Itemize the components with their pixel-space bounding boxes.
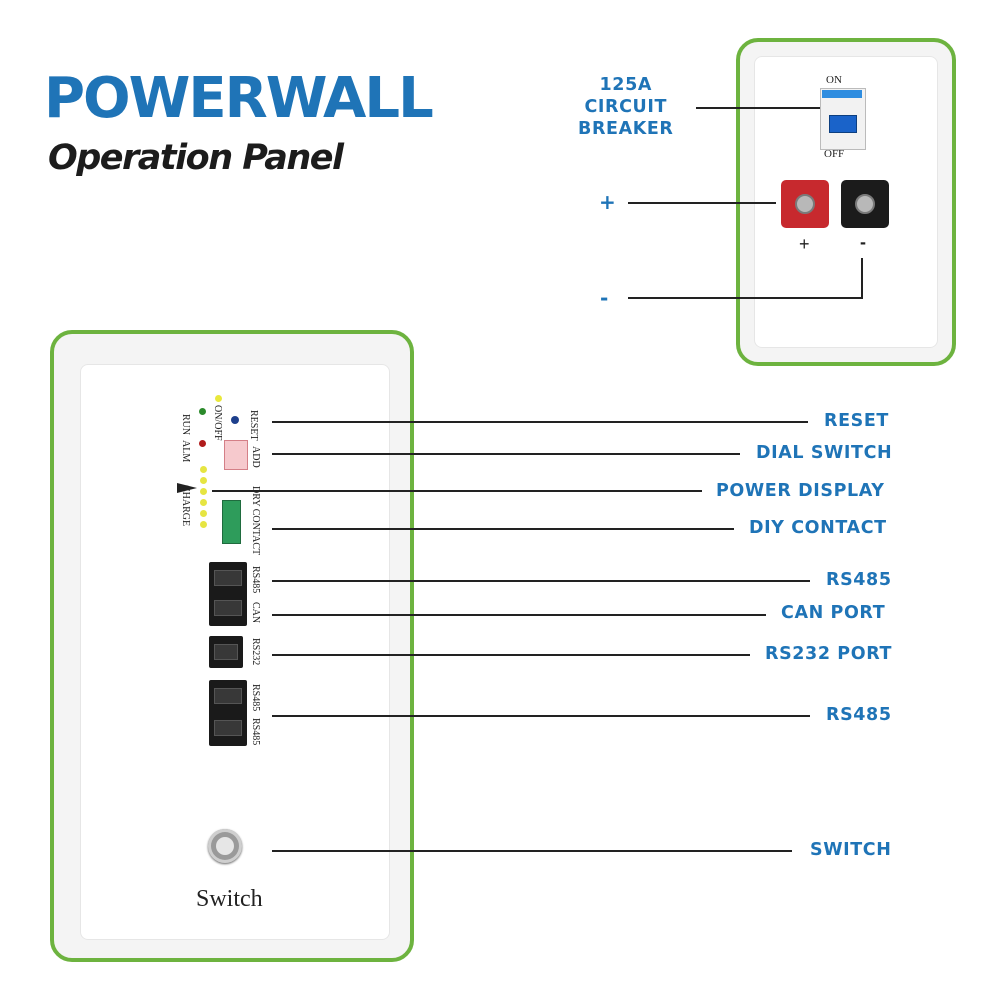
power-switch-cap — [216, 837, 234, 855]
power-led-5 — [200, 510, 207, 517]
callout-can-port: CAN PORT — [781, 603, 886, 623]
breaker-lever[interactable] — [829, 115, 857, 133]
rs232-leader-line — [272, 654, 750, 656]
rs485-c-text: RS485 — [250, 718, 261, 746]
positive-terminal-bolt — [795, 194, 815, 214]
on-off-led — [215, 395, 222, 402]
breaker-callout: 125A CIRCUIT BREAKER — [578, 74, 674, 140]
reset-leader-line — [272, 421, 808, 423]
breaker-callout-line1: 125A — [599, 75, 652, 95]
callout-reset: RESET — [824, 411, 889, 431]
power-led-3 — [200, 488, 207, 495]
run-text: RUN — [180, 414, 191, 436]
dry-contact-text: DRY CONTACT — [250, 486, 261, 556]
alm-text: ALM — [180, 440, 191, 463]
rs485-jack[interactable] — [214, 570, 242, 586]
minus-leader-riser — [861, 258, 863, 299]
reset-button[interactable] — [231, 416, 239, 424]
rs485-b-jack[interactable] — [214, 688, 242, 704]
run-led — [199, 408, 206, 415]
switch-leader-line — [272, 850, 792, 852]
can-port-leader-line — [272, 614, 766, 616]
plus-callout: + — [599, 190, 617, 214]
dial-switch[interactable] — [224, 440, 248, 470]
power-led-1 — [200, 466, 207, 473]
callout-diy-contact: DIY CONTACT — [749, 518, 887, 538]
power-display-leader-line — [212, 490, 702, 492]
callout-rs485-a: RS485 — [826, 570, 892, 590]
rs485-can-port-block[interactable] — [209, 562, 247, 626]
power-display — [200, 466, 208, 536]
minus-leader-line — [628, 297, 863, 299]
diy-contact-leader-line — [272, 528, 734, 530]
breaker-brand-strip — [822, 90, 862, 98]
rs485-b-leader-line — [272, 715, 810, 717]
power-led-2 — [200, 477, 207, 484]
page-title: POWERWALL — [44, 66, 434, 131]
rs485-a-leader-line — [272, 580, 810, 582]
breaker-callout-line3: BREAKER — [578, 119, 674, 139]
positive-terminal — [781, 180, 829, 228]
callout-power-display: POWER DISPLAY — [716, 481, 885, 501]
negative-terminal-bolt — [855, 194, 875, 214]
dry-contact-terminal[interactable] — [222, 500, 241, 544]
can-text: CAN — [250, 602, 261, 624]
breaker-callout-line2: CIRCUIT — [584, 97, 668, 117]
rs485-b-text: RS485 — [250, 684, 261, 712]
alm-led — [199, 440, 206, 447]
rs232-port[interactable] — [209, 636, 243, 668]
can-jack[interactable] — [214, 600, 242, 616]
charge-text: CHARGE — [180, 485, 191, 527]
rs232-jack[interactable] — [214, 644, 238, 660]
callout-rs232-port: RS232 PORT — [765, 644, 893, 664]
power-led-6 — [200, 521, 207, 528]
rs485-c-jack[interactable] — [214, 720, 242, 736]
rs485-dual-port-block[interactable] — [209, 680, 247, 746]
power-led-4 — [200, 499, 207, 506]
negative-terminal — [841, 180, 889, 228]
power-switch-button[interactable] — [208, 829, 242, 863]
on-off-text: ON/OFF — [212, 405, 223, 441]
callout-rs485-b: RS485 — [826, 705, 892, 725]
dial-switch-leader-line — [272, 453, 740, 455]
switch-text: Switch — [196, 886, 263, 912]
breaker-leader-line — [696, 107, 820, 109]
negative-sign: - — [860, 232, 866, 252]
breaker-off-label: OFF — [824, 148, 845, 160]
breaker-on-label: ON — [826, 74, 842, 86]
rs485-a-text: RS485 — [250, 566, 261, 594]
circuit-breaker[interactable] — [820, 88, 866, 150]
callout-dial-switch: DIAL SWITCH — [756, 443, 893, 463]
add-text: ADD — [250, 446, 261, 468]
minus-callout: - — [600, 286, 609, 310]
callout-switch: SWITCH — [810, 840, 892, 860]
page-subtitle: Operation Panel — [48, 138, 344, 178]
reset-text: RESET — [248, 410, 259, 441]
breaker-panel: ON OFF + - — [736, 38, 956, 366]
positive-sign: + — [799, 234, 810, 254]
rs232-text: RS232 — [250, 638, 261, 666]
plus-leader-line — [628, 202, 776, 204]
